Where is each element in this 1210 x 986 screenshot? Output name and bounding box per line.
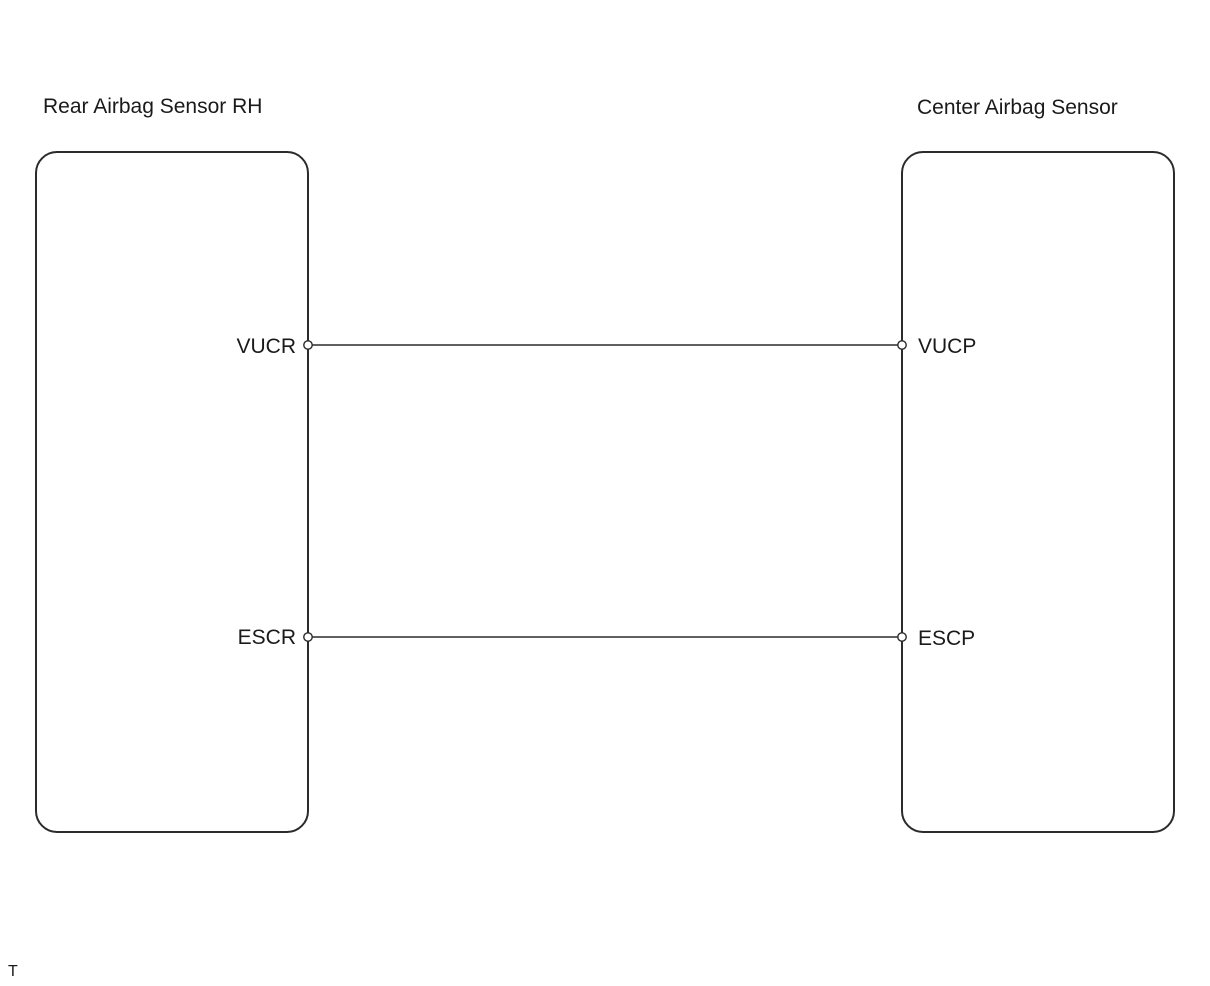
pin-label-escp: ESCP bbox=[918, 627, 976, 650]
pin-label-vucp: VUCP bbox=[918, 335, 977, 358]
footer-mark: T bbox=[8, 963, 18, 980]
center-airbag-sensor-title: Center Airbag Sensor bbox=[917, 96, 1118, 119]
rear-airbag-sensor-rh-box bbox=[35, 151, 309, 833]
rear-airbag-sensor-rh-title: Rear Airbag Sensor RH bbox=[43, 95, 263, 118]
pin-label-escr: ESCR bbox=[237, 626, 296, 649]
center-airbag-sensor-box bbox=[901, 151, 1175, 833]
pin-label-vucr: VUCR bbox=[236, 335, 296, 358]
